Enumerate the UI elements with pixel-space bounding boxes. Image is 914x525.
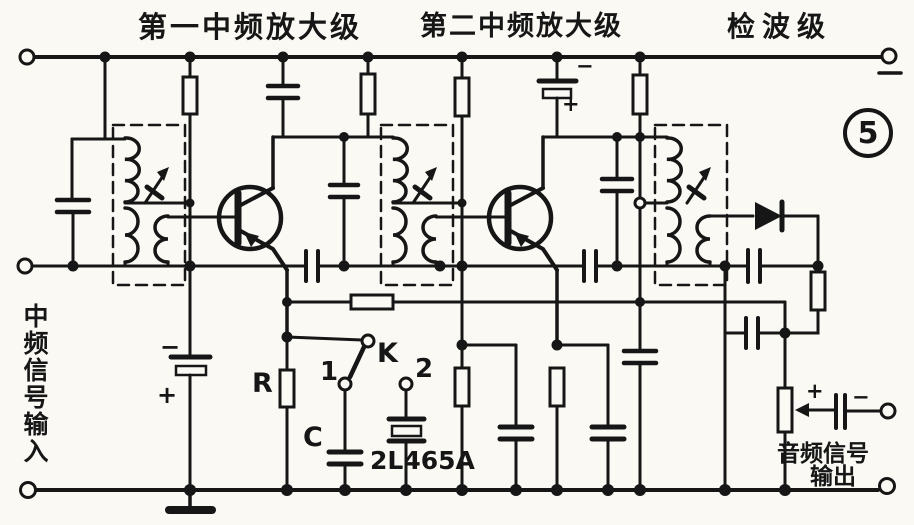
ceramic-filter-2L465A bbox=[386, 388, 427, 492]
figure-number-badge: 5 bbox=[843, 108, 893, 158]
transistor-2 bbox=[434, 135, 557, 347]
volume-potentiometer bbox=[776, 331, 836, 492]
decoupling-electrolytic-1 bbox=[168, 354, 213, 492]
collector-network-1 bbox=[265, 55, 395, 268]
agc-line bbox=[285, 293, 787, 335]
resistor-R-label: R bbox=[252, 368, 273, 399]
electrolytic1-plus: + bbox=[157, 381, 178, 409]
stage3-label: 检波级 bbox=[727, 10, 833, 43]
ceramic-filter-label: 2L465A bbox=[370, 446, 475, 475]
stage1-label: 第一中频放大级 bbox=[138, 10, 363, 44]
detector-transformer bbox=[633, 125, 727, 285]
audio-output-cap bbox=[834, 393, 897, 430]
emitter-network-2b bbox=[548, 343, 627, 492]
audio-output-label-1: 音频信号 bbox=[777, 441, 869, 467]
switch-K-label: K bbox=[377, 338, 398, 369]
output-cap-plus: + bbox=[806, 379, 824, 403]
detector-diode bbox=[708, 199, 820, 268]
electrolytic1-minus: − bbox=[160, 333, 181, 361]
if-transformer-2 bbox=[381, 125, 464, 285]
contact-1-label: 1 bbox=[320, 357, 339, 387]
capacitor-C-label: C bbox=[303, 422, 323, 453]
figure-number: 5 bbox=[857, 115, 879, 151]
stage2-label: 第二中频放大级 bbox=[420, 11, 623, 42]
electrolytic2-plus: + bbox=[562, 92, 580, 116]
output-cap-minus: − bbox=[852, 385, 870, 409]
resistor-R bbox=[278, 335, 296, 492]
audio-output-label-2: 输出 bbox=[810, 464, 856, 490]
junction-dots bbox=[67, 51, 824, 496]
if-input-label: 中频信号输入 bbox=[20, 303, 49, 465]
electrolytic2-minus: − bbox=[576, 54, 594, 78]
if-transformer-1 bbox=[54, 55, 192, 285]
capacitor-C bbox=[326, 388, 364, 492]
agc-filter-cap bbox=[621, 300, 659, 492]
contact-2-label: 2 bbox=[415, 354, 434, 384]
